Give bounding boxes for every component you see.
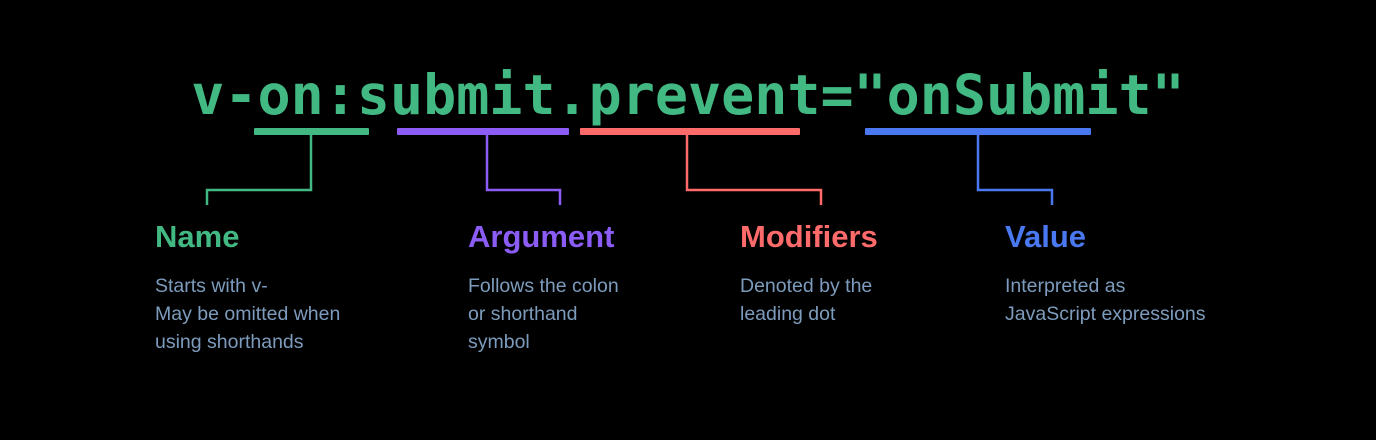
column-title-argument: Argument	[468, 219, 615, 254]
column-description-argument: Follows the colon or shorthand symbol	[468, 275, 619, 353]
underline-bar-argument	[397, 128, 569, 135]
column-title-modifiers: Modifiers	[740, 219, 878, 254]
connector-path-name	[205, 135, 313, 205]
connector-path-value	[976, 135, 1054, 205]
column-title-name: Name	[155, 219, 240, 254]
connector-path-argument	[485, 135, 562, 205]
column-description-modifiers: Denoted by the leading dot	[740, 275, 873, 325]
column-argument: Argument Follows the colon or shorthand …	[468, 218, 619, 356]
code-expression: v-on:submit.prevent="onSubmit"	[191, 63, 1185, 127]
connector-path-modifiers	[685, 135, 823, 205]
column-description-value: Interpreted as JavaScript expressions	[1005, 275, 1206, 325]
column-description-name: Starts with v- May be omitted when using…	[155, 275, 341, 353]
underline-bar-modifiers	[580, 128, 800, 135]
underline-bar-value	[865, 128, 1091, 135]
underline-bar-name	[254, 128, 369, 135]
column-title-value: Value	[1005, 219, 1086, 254]
column-modifiers: Modifiers Denoted by the leading dot	[740, 218, 878, 328]
column-value: Value Interpreted as JavaScript expressi…	[1005, 218, 1206, 328]
column-name: Name Starts with v- May be omitted when …	[155, 218, 340, 356]
